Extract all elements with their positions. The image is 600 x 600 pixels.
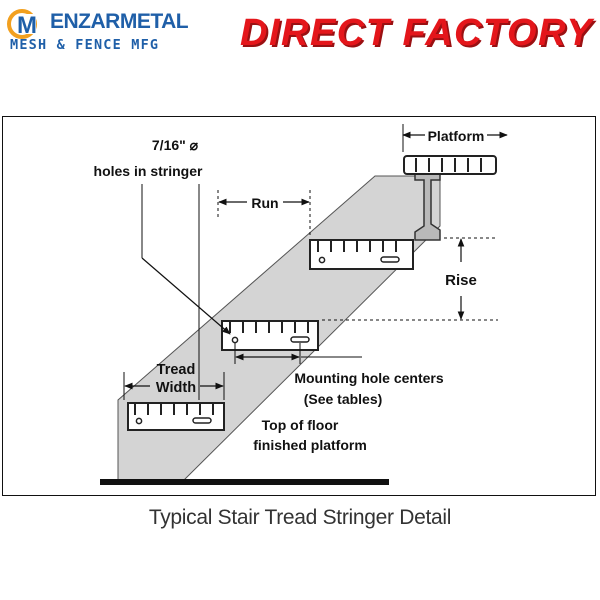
mounting-label-line1: Mounting hole centers xyxy=(294,370,444,386)
company-tagline: MESH & FENCE MFG xyxy=(10,37,160,53)
hole-size-label: 7/16" ⌀ xyxy=(152,137,199,153)
svg-text:M: M xyxy=(17,12,37,39)
floor-callout: Top of floor finished platform xyxy=(253,417,367,453)
stair-tread-top xyxy=(309,239,414,270)
rise-label: Rise xyxy=(445,272,477,289)
platform-label: Platform xyxy=(428,128,485,144)
diagram-frame xyxy=(2,116,596,496)
diagram-caption: Typical Stair Tread Stringer Detail xyxy=(148,506,452,529)
platform-channel xyxy=(414,171,441,241)
floor-label-line1: Top of floor xyxy=(262,417,339,433)
tread-width-label-line2: Width xyxy=(156,380,196,396)
floor-label-line2: finished platform xyxy=(253,437,367,453)
mounting-hole-dimension: Mounting hole centers (See tables) xyxy=(234,343,444,407)
company-logo: M ENZARMETAL MESH & FENCE MFG xyxy=(4,8,204,58)
tread-width-label-line1: Tread xyxy=(157,362,196,378)
company-name: ENZARMETAL xyxy=(50,10,189,33)
stair-tread-bottom xyxy=(127,402,225,431)
finished-floor-line xyxy=(100,479,389,485)
mounting-label-line2: (See tables) xyxy=(304,391,383,407)
headline-direct-factory: DIRECT FACTORY xyxy=(240,12,594,54)
stair-tread-middle xyxy=(221,320,319,351)
logo-mark-icon: M xyxy=(7,9,37,39)
hole-callout: 7/16" ⌀ holes in stringer xyxy=(94,137,231,400)
run-dimension: Run xyxy=(217,190,311,236)
platform-dimension: Platform xyxy=(402,124,508,152)
holes-in-stringer-label: holes in stringer xyxy=(94,163,203,179)
run-label: Run xyxy=(251,195,278,211)
tread-width-dimension: Tread Width xyxy=(123,362,225,400)
platform-grating xyxy=(403,155,497,175)
rise-dimension: Rise xyxy=(322,237,498,321)
